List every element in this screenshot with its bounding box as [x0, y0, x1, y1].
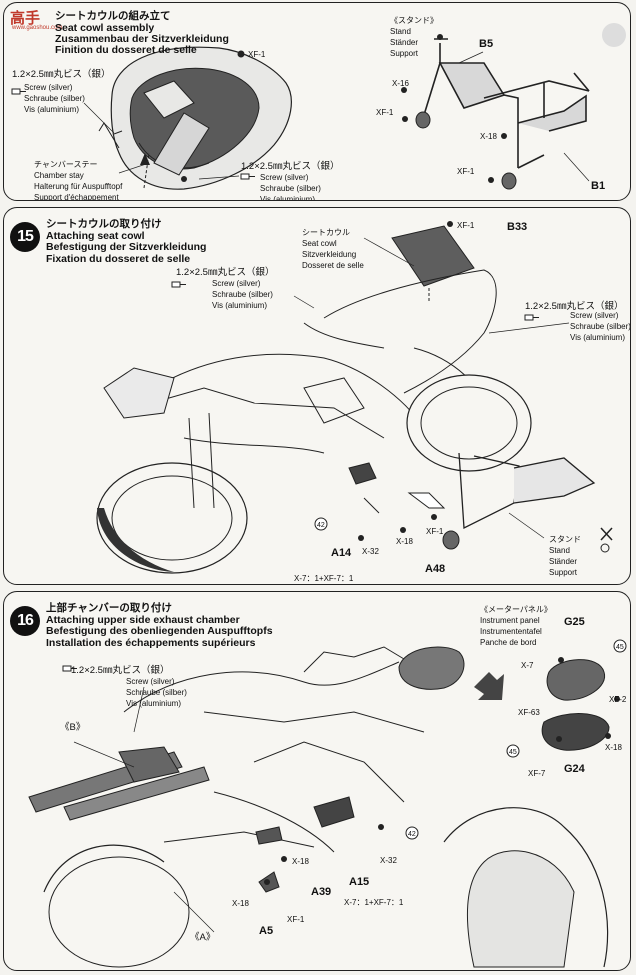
- instrument-panel-label: 《メーターパネル》 Instrument panel Instrumentent…: [480, 605, 552, 647]
- step-16-number: 16: [10, 606, 40, 636]
- step-15-title: シートカウルの取り付け Attaching seat cowl Befestig…: [46, 218, 207, 265]
- step-15-panel: 15 シートカウルの取り付け Attaching seat cowl Befes…: [3, 207, 631, 585]
- part-g24: G24: [564, 763, 585, 775]
- stand-label: スタンド Stand Ständer Support: [549, 535, 581, 577]
- step-14-title-de: Zusammenbau der Sitzverkleidung: [55, 33, 229, 45]
- paint-x16: X-16: [392, 79, 409, 88]
- paint-xf1-b: XF-1: [457, 167, 475, 176]
- part-a39: A39: [311, 886, 332, 898]
- stand-title: 《スタンド》 Stand Ständer Support: [390, 16, 438, 58]
- screw-names-right: Screw (silver) Schraube (silber) Vis (al…: [260, 173, 321, 201]
- page-mark: [602, 23, 626, 47]
- ref-a: 《A》: [190, 932, 216, 943]
- step-16-drawing: [28, 639, 627, 968]
- paint-xf7: XF-7: [528, 769, 546, 778]
- paint-x7: X-7: [521, 661, 534, 670]
- ref-42: 42: [408, 831, 416, 838]
- step-16-panel: 16 上部チャンバーの取り付け Attaching upper side exh…: [3, 591, 631, 971]
- paint-x32: X-32: [380, 856, 397, 865]
- watermark-logo: 高手: [10, 9, 41, 27]
- step-14-panel: 高手 www.gaoshou.com シートカウルの組み立て Seat cowl…: [3, 2, 631, 201]
- ref-42: 42: [317, 522, 325, 529]
- step-14-drawing: [11, 34, 590, 190]
- chamber-stay-label: チャンバーステー Chamber stay Halterung für Ausp…: [34, 160, 123, 201]
- part-a14: A14: [331, 547, 352, 559]
- screw-size-right: 1.2×2.5㎜丸ビス（銀）: [241, 161, 340, 172]
- step-14-title-jp: シートカウルの組み立て: [55, 10, 171, 22]
- paint-xf1: XF-1: [287, 915, 305, 924]
- part-a48: A48: [425, 563, 446, 575]
- paint-mix: X-7：1+XF-7：1: [344, 898, 404, 907]
- ref-b: 《B》: [60, 722, 86, 733]
- seat-cowl-label: シートカウル Seat cowl Sitzverkleidung Dossere…: [302, 228, 364, 270]
- screw-size-left: 1.2×2.5㎜丸ビス（銀）: [176, 267, 275, 278]
- screw-names-left: Screw (silver) Schraube (silber) Vis (al…: [212, 279, 273, 310]
- paint-xf63: XF-63: [518, 708, 540, 717]
- watermark-url: www.gaoshou.com: [12, 25, 63, 31]
- paint-xf1: XF-1: [426, 527, 444, 536]
- paint-x32: X-32: [362, 547, 379, 556]
- paint-x18-b: X-18: [232, 899, 249, 908]
- paint-mix: X-7：1+XF-7：1: [294, 574, 354, 583]
- paint-x18-panel: X-18: [605, 743, 622, 752]
- step-14-title-en: Seat cowl assembly: [55, 22, 155, 34]
- step-14-title-fr: Finition du dosseret de selle: [55, 44, 197, 56]
- part-b33: B33: [507, 221, 528, 233]
- paint-x18: X-18: [396, 537, 413, 546]
- screw-names: Screw (silver) Schraube (silber) Vis (al…: [126, 677, 187, 708]
- screw-size-left: 1.2×2.5㎜丸ビス（銀）: [12, 69, 111, 80]
- paint-x18: X-18: [480, 132, 497, 141]
- paint-xf1-a: XF-1: [376, 108, 394, 117]
- part-a15: A15: [349, 876, 370, 888]
- part-g25: G25: [564, 616, 585, 628]
- ref-45-b: 45: [509, 749, 517, 756]
- part-b5: B5: [479, 38, 494, 50]
- paint-xf2: XF-2: [609, 695, 627, 704]
- step-15-number: 15: [10, 222, 40, 252]
- screw-size-right: 1.2×2.5㎜丸ビス（銀）: [525, 301, 624, 312]
- step-16-title: 上部チャンバーの取り付け Attaching upper side exhaus…: [46, 602, 273, 649]
- paint-xf1-top: XF-1: [457, 221, 475, 230]
- screw-names-left: Screw (silver) Schraube (silber) Vis (al…: [24, 83, 85, 114]
- ref-45-a: 45: [616, 644, 624, 651]
- step-15-drawing: [96, 221, 613, 574]
- part-a5: A5: [259, 925, 274, 937]
- screw-names-right: Screw (silver) Schraube (silber) Vis (al…: [570, 311, 631, 342]
- paint-x18-a: X-18: [292, 857, 309, 866]
- part-b1: B1: [591, 180, 606, 192]
- screw-size: 1.2×2.5㎜丸ビス（銀）: [71, 665, 170, 676]
- paint-xf1-label: XF-1: [248, 50, 266, 59]
